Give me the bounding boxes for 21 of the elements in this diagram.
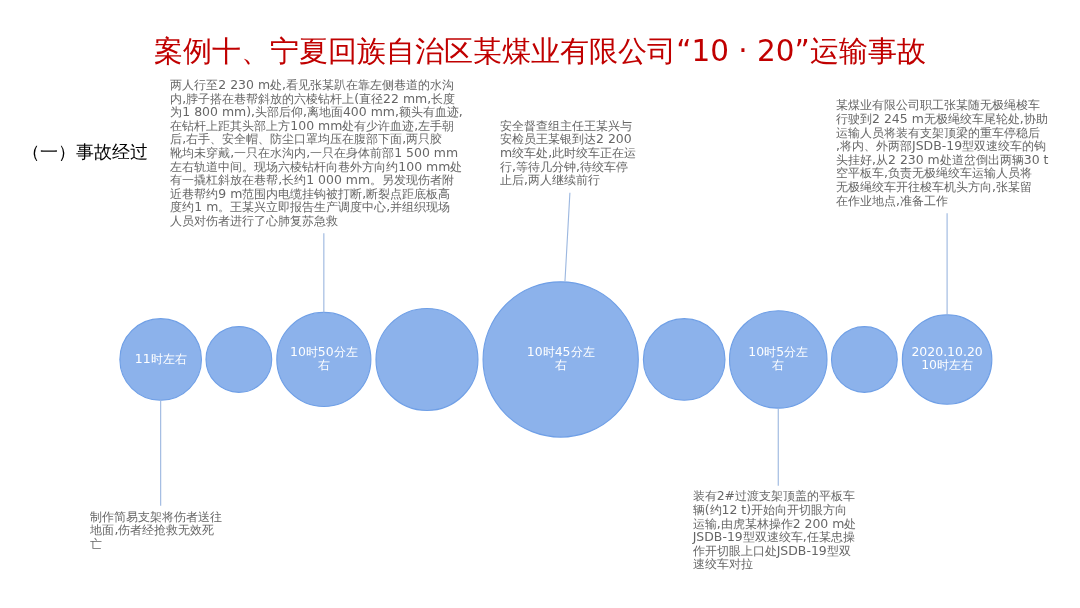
label: （一）事故经过 <box>21 140 148 162</box>
diagram-title: 案例十、宁夏回族自治区某煤业有限公司“10 · 20”运输事故 <box>154 33 926 68</box>
connector <box>946 212 948 315</box>
node-circle <box>375 307 479 411</box>
node-circle: 11时左右 <box>119 317 203 401</box>
node-circle: 10时45分左右 <box>482 280 639 438</box>
node-circle <box>830 325 898 393</box>
connector <box>564 191 571 282</box>
node-circle <box>205 325 273 393</box>
connector <box>777 407 779 486</box>
node-circle <box>642 317 726 401</box>
node-text: 制作简易支架将伤者送往地面,伤者经抢救无效死亡 <box>90 508 223 551</box>
node-text: 安全督查组主任王某兴与安检员王某银到达2 200 m绞车处,此时绞车正在运行,等待几分钟,待绞车停止后,两人继续前行 <box>500 117 637 187</box>
node-text: 某煤业有限公司职工张某随无极绳梭车行驶到2 245 m无极绳绞车尾轮处,协助运输人员将装有支架顶梁的重车停稳后,将内、外两部JSDB-19型双速绞车的钩头挂好,从2 230 m处道岔倒出两辆30 t空平板车,负责无极绳绞车运输人员将无极绳绞车开往梭车机头方向,张某留在作业地点,准备工作 <box>836 96 1049 208</box>
node-circle: 10时5分左右 <box>728 309 828 409</box>
node-circle: 2020.10.20 10时左右 <box>901 313 993 405</box>
connector <box>160 399 162 506</box>
node-text: 两人行至2 230 m处,看见张某趴在靠左侧巷道的水沟内,脖子搭在巷帮斜放的六棱钻杆上(直径22 mm,长度为1 800 mm),头部后仰,离地面400 mm,额头有血迹,在钻杆上距其头部上方100 mm处有少许血迹,左手朝后,右手、安全帽、防尘口罩均压在腹部下面,两只胶靴均未穿戴,一只在水沟内,一只在身体前部1 500 mm左右轨道中间。现场六棱钻杆向巷外方向约100 mm处有一撬杠斜放在巷帮,长约1 000 mm。另发现伤者附近巷帮约9 m范围内电缆挂钩被打断,断裂点距底板高度约1 m。王某兴立即报告生产调度中心,并组织现场人员对伤者进行了心肺复苏急救 <box>170 76 463 228</box>
node-circle: 10时50分左右 <box>276 311 372 407</box>
node-text: 装有2#过渡支架顶盖的平板车辆(约12 t)开始向开切眼方向运输,由虎某林操作2 200 m处JSDB-19型双速绞车,任某忠操作开切眼上口处JSDB-19型双速绞车对拉 <box>692 487 857 571</box>
connector <box>323 232 325 313</box>
